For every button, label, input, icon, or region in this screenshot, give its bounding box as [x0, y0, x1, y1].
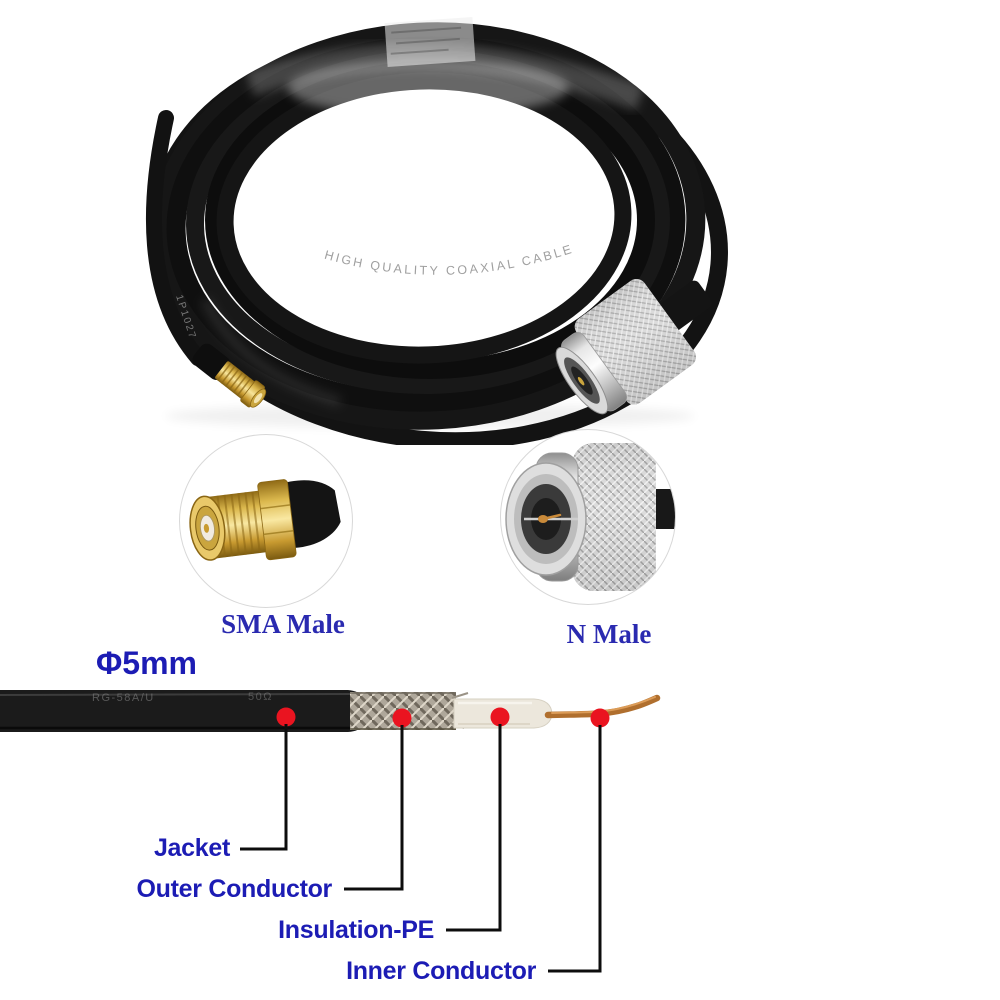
sma-male-label: SMA Male [221, 609, 345, 639]
jacket-print-right: 50Ω [248, 691, 273, 703]
cable-cross-section-diagram: RG-58A/U 50Ω [0, 690, 661, 973]
n-connector-photo [555, 278, 712, 415]
label-inner-conductor: Inner Conductor [346, 957, 536, 985]
marker-dot-outer [392, 708, 412, 728]
marker-dot-jacket [276, 707, 296, 727]
coil-sheen [288, 60, 568, 116]
n-inset-circle [500, 429, 676, 605]
n-male-label: N Male [566, 619, 652, 649]
marker-dot-insulation [490, 707, 510, 727]
cable-photo: HIGH QUALITY COAXIAL CABLE 1P1027 [145, 16, 728, 445]
marker-dot-inner [590, 708, 610, 728]
n-male-connector [505, 443, 675, 591]
n-inset-graphic [505, 443, 675, 591]
leader-jacket [240, 724, 288, 851]
layer-jacket: RG-58A/U 50Ω [0, 690, 361, 732]
leader-insulation [446, 724, 502, 932]
diameter-label: Φ5mm [96, 645, 197, 681]
leader-outer [344, 725, 404, 891]
sma-inset-graphic [189, 479, 341, 561]
sma-male-connector [189, 479, 341, 561]
layer-inner-conductor [544, 694, 661, 719]
leader-inner [548, 725, 602, 973]
jacket-print-left: RG-58A/U [92, 692, 155, 704]
coil-tape [384, 16, 476, 68]
sma-connector-photo [192, 343, 267, 408]
label-insulation-pe: Insulation-PE [278, 916, 434, 944]
cable-tail-left [145, 110, 206, 366]
label-outer-conductor: Outer Conductor [136, 875, 333, 903]
label-jacket: Jacket [153, 834, 230, 862]
sma-inset-circle [179, 434, 353, 608]
leader-lines [240, 724, 602, 973]
cable-print-text: HIGH QUALITY COAXIAL CABLE [323, 242, 573, 278]
cable-print: HIGH QUALITY COAXIAL CABLE [323, 242, 575, 278]
